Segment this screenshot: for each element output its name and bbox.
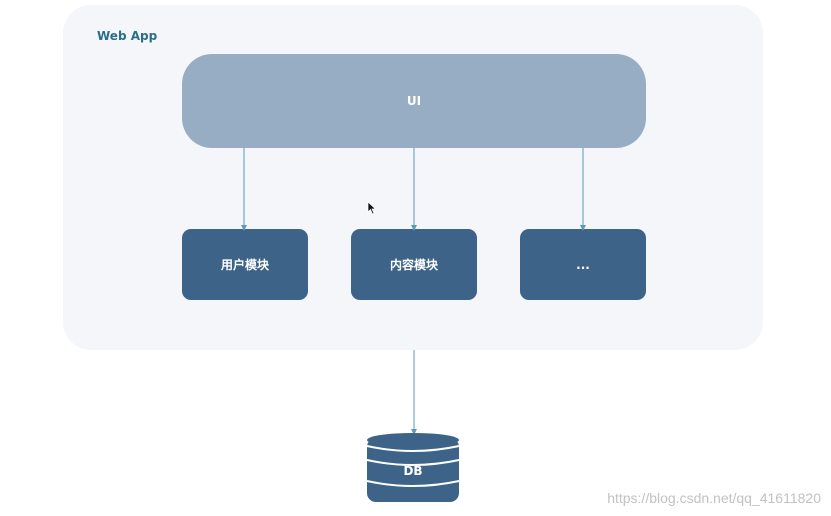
container-title: Web App (97, 29, 158, 43)
ui-layer: UI (182, 54, 646, 148)
db-label: DB (403, 464, 423, 478)
database-icon (366, 433, 460, 502)
module-content: 内容模块 (351, 229, 477, 300)
module-label: 用户模块 (220, 258, 269, 272)
module-more: ... (520, 229, 646, 300)
ui-label: UI (406, 94, 422, 108)
module-label: 内容模块 (389, 258, 438, 272)
watermark: https://blog.csdn.net/qq_41611820 (607, 490, 821, 506)
module-user: 用户模块 (182, 229, 308, 300)
module-label: ... (576, 257, 590, 272)
mouse-pointer-icon (367, 201, 377, 215)
